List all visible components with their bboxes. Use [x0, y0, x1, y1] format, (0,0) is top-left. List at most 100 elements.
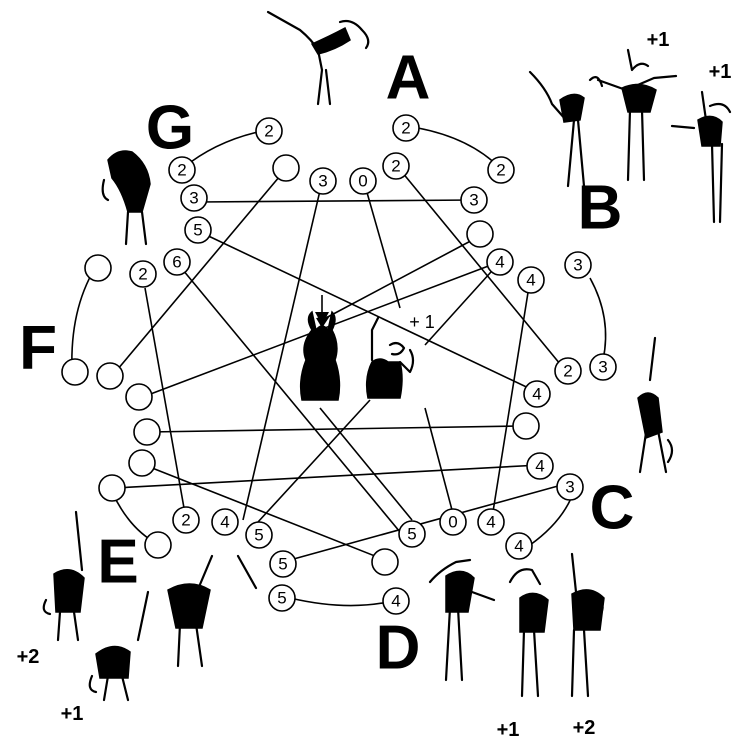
node-b1: 3 — [460, 186, 488, 214]
node-a2: 2 — [382, 152, 410, 180]
line-f-d7 — [114, 464, 541, 489]
node-g3: 3 — [180, 184, 208, 212]
line-g7-center — [363, 181, 401, 309]
svg-text:4: 4 — [486, 513, 495, 532]
bonus-b2: +1 — [709, 61, 732, 83]
gymnast-d2-icon — [508, 568, 549, 698]
svg-text:3: 3 — [189, 189, 198, 208]
node-e1: 2 — [172, 506, 200, 534]
line-g3-b1 — [197, 199, 476, 203]
svg-text:2: 2 — [496, 161, 505, 180]
node-g7: 0 — [349, 167, 377, 195]
node-e4 — [98, 474, 126, 502]
node-d2: 4 — [382, 587, 410, 615]
node-f1: 2 — [129, 260, 157, 288]
bonus-e1: +2 — [17, 646, 40, 668]
gymnast-d1-icon — [428, 558, 496, 682]
group-letters: A B C D E F G — [19, 44, 634, 683]
nodes: 2 2 2 2 2 3 5 6 3 0 3 4 4 3 3 2 4 4 3 4 … — [61, 114, 617, 615]
node-e5 — [128, 449, 156, 477]
svg-text:4: 4 — [526, 271, 535, 290]
node-g2: 2 — [168, 156, 196, 184]
line-f1-e1 — [144, 287, 185, 509]
node-d1: 0 — [439, 508, 467, 536]
svg-text:4: 4 — [495, 253, 504, 272]
group-letter-b: B — [578, 174, 623, 243]
node-b6: 2 — [554, 357, 582, 385]
arc-f — [71, 267, 96, 371]
svg-text:2: 2 — [181, 511, 190, 530]
gymnast-e3-icon — [167, 554, 258, 668]
svg-text:5: 5 — [277, 589, 286, 608]
svg-text:4: 4 — [391, 592, 400, 611]
svg-text:6: 6 — [172, 253, 181, 272]
gymnast-e1-icon — [42, 510, 85, 642]
bonus-d2: +2 — [573, 717, 596, 739]
gymnast-a-icon — [266, 10, 370, 106]
node-b4: 3 — [564, 251, 592, 279]
svg-text:2: 2 — [138, 265, 147, 284]
group-letter-c: C — [590, 474, 635, 543]
arc-b — [589, 277, 607, 361]
node-f2 — [84, 254, 112, 282]
connection-lines — [111, 165, 566, 561]
group-letter-f: F — [19, 314, 57, 383]
group-letter-g: G — [146, 94, 194, 163]
line-g5-d3 — [177, 263, 401, 533]
bonus-labels: +1 +1 +2 +1 +1 +2 + 1 — [17, 29, 732, 741]
svg-text:0: 0 — [358, 172, 367, 191]
line-d1-center — [424, 407, 453, 511]
svg-text:2: 2 — [264, 122, 273, 141]
arc-d — [289, 597, 398, 607]
node-c4: 4 — [505, 532, 533, 560]
arc-a — [417, 127, 501, 169]
gymnast-e2-icon — [88, 590, 150, 702]
node-g8 — [272, 154, 300, 182]
line-e-d6 — [257, 399, 371, 523]
svg-text:4: 4 — [535, 457, 544, 476]
bonus-e2: +1 — [61, 703, 84, 725]
line-b2-center — [424, 261, 501, 346]
line-g8-f5 — [111, 169, 286, 377]
node-g4: 5 — [184, 216, 212, 244]
node-f6 — [133, 418, 161, 446]
node-e3 — [144, 531, 172, 559]
svg-text:3: 3 — [318, 172, 327, 191]
node-f3 — [61, 358, 89, 386]
group-letter-a: A — [386, 44, 431, 113]
node-d7: 5 — [268, 584, 296, 612]
line-f-d4 — [141, 463, 386, 561]
node-c2: 4 — [526, 452, 554, 480]
node-b5: 3 — [589, 353, 617, 381]
node-g5: 6 — [163, 248, 191, 276]
line-center-d6 — [319, 407, 413, 521]
svg-text:5: 5 — [254, 526, 263, 545]
center-figures — [299, 310, 415, 401]
node-f4 — [96, 362, 124, 390]
node-c3: 3 — [556, 473, 584, 501]
svg-text:3: 3 — [573, 256, 582, 275]
gymnast-b2-icon — [596, 48, 678, 182]
svg-text:5: 5 — [278, 555, 287, 574]
group-letter-d: D — [376, 614, 421, 683]
svg-text:2: 2 — [401, 119, 410, 138]
node-d5: 4 — [477, 508, 505, 536]
node-g6: 3 — [309, 167, 337, 195]
arrow-head-icon — [316, 316, 330, 328]
line-f-c5 — [147, 425, 523, 433]
gymnast-g-icon — [101, 150, 151, 246]
svg-text:0: 0 — [448, 513, 457, 532]
gymnast-front-figure — [365, 316, 415, 399]
node-c5 — [512, 412, 540, 440]
svg-text:4: 4 — [514, 537, 523, 556]
line-g6-c4 — [242, 181, 323, 521]
node-a1: 2 — [392, 114, 420, 142]
node-b3: 4 — [517, 266, 545, 294]
svg-text:2: 2 — [391, 157, 400, 176]
node-d3: 5 — [398, 520, 426, 548]
gymnast-d3-icon — [570, 552, 605, 698]
svg-text:3: 3 — [598, 358, 607, 377]
arc-g — [182, 131, 259, 169]
gymnast-c-icon — [637, 336, 674, 474]
